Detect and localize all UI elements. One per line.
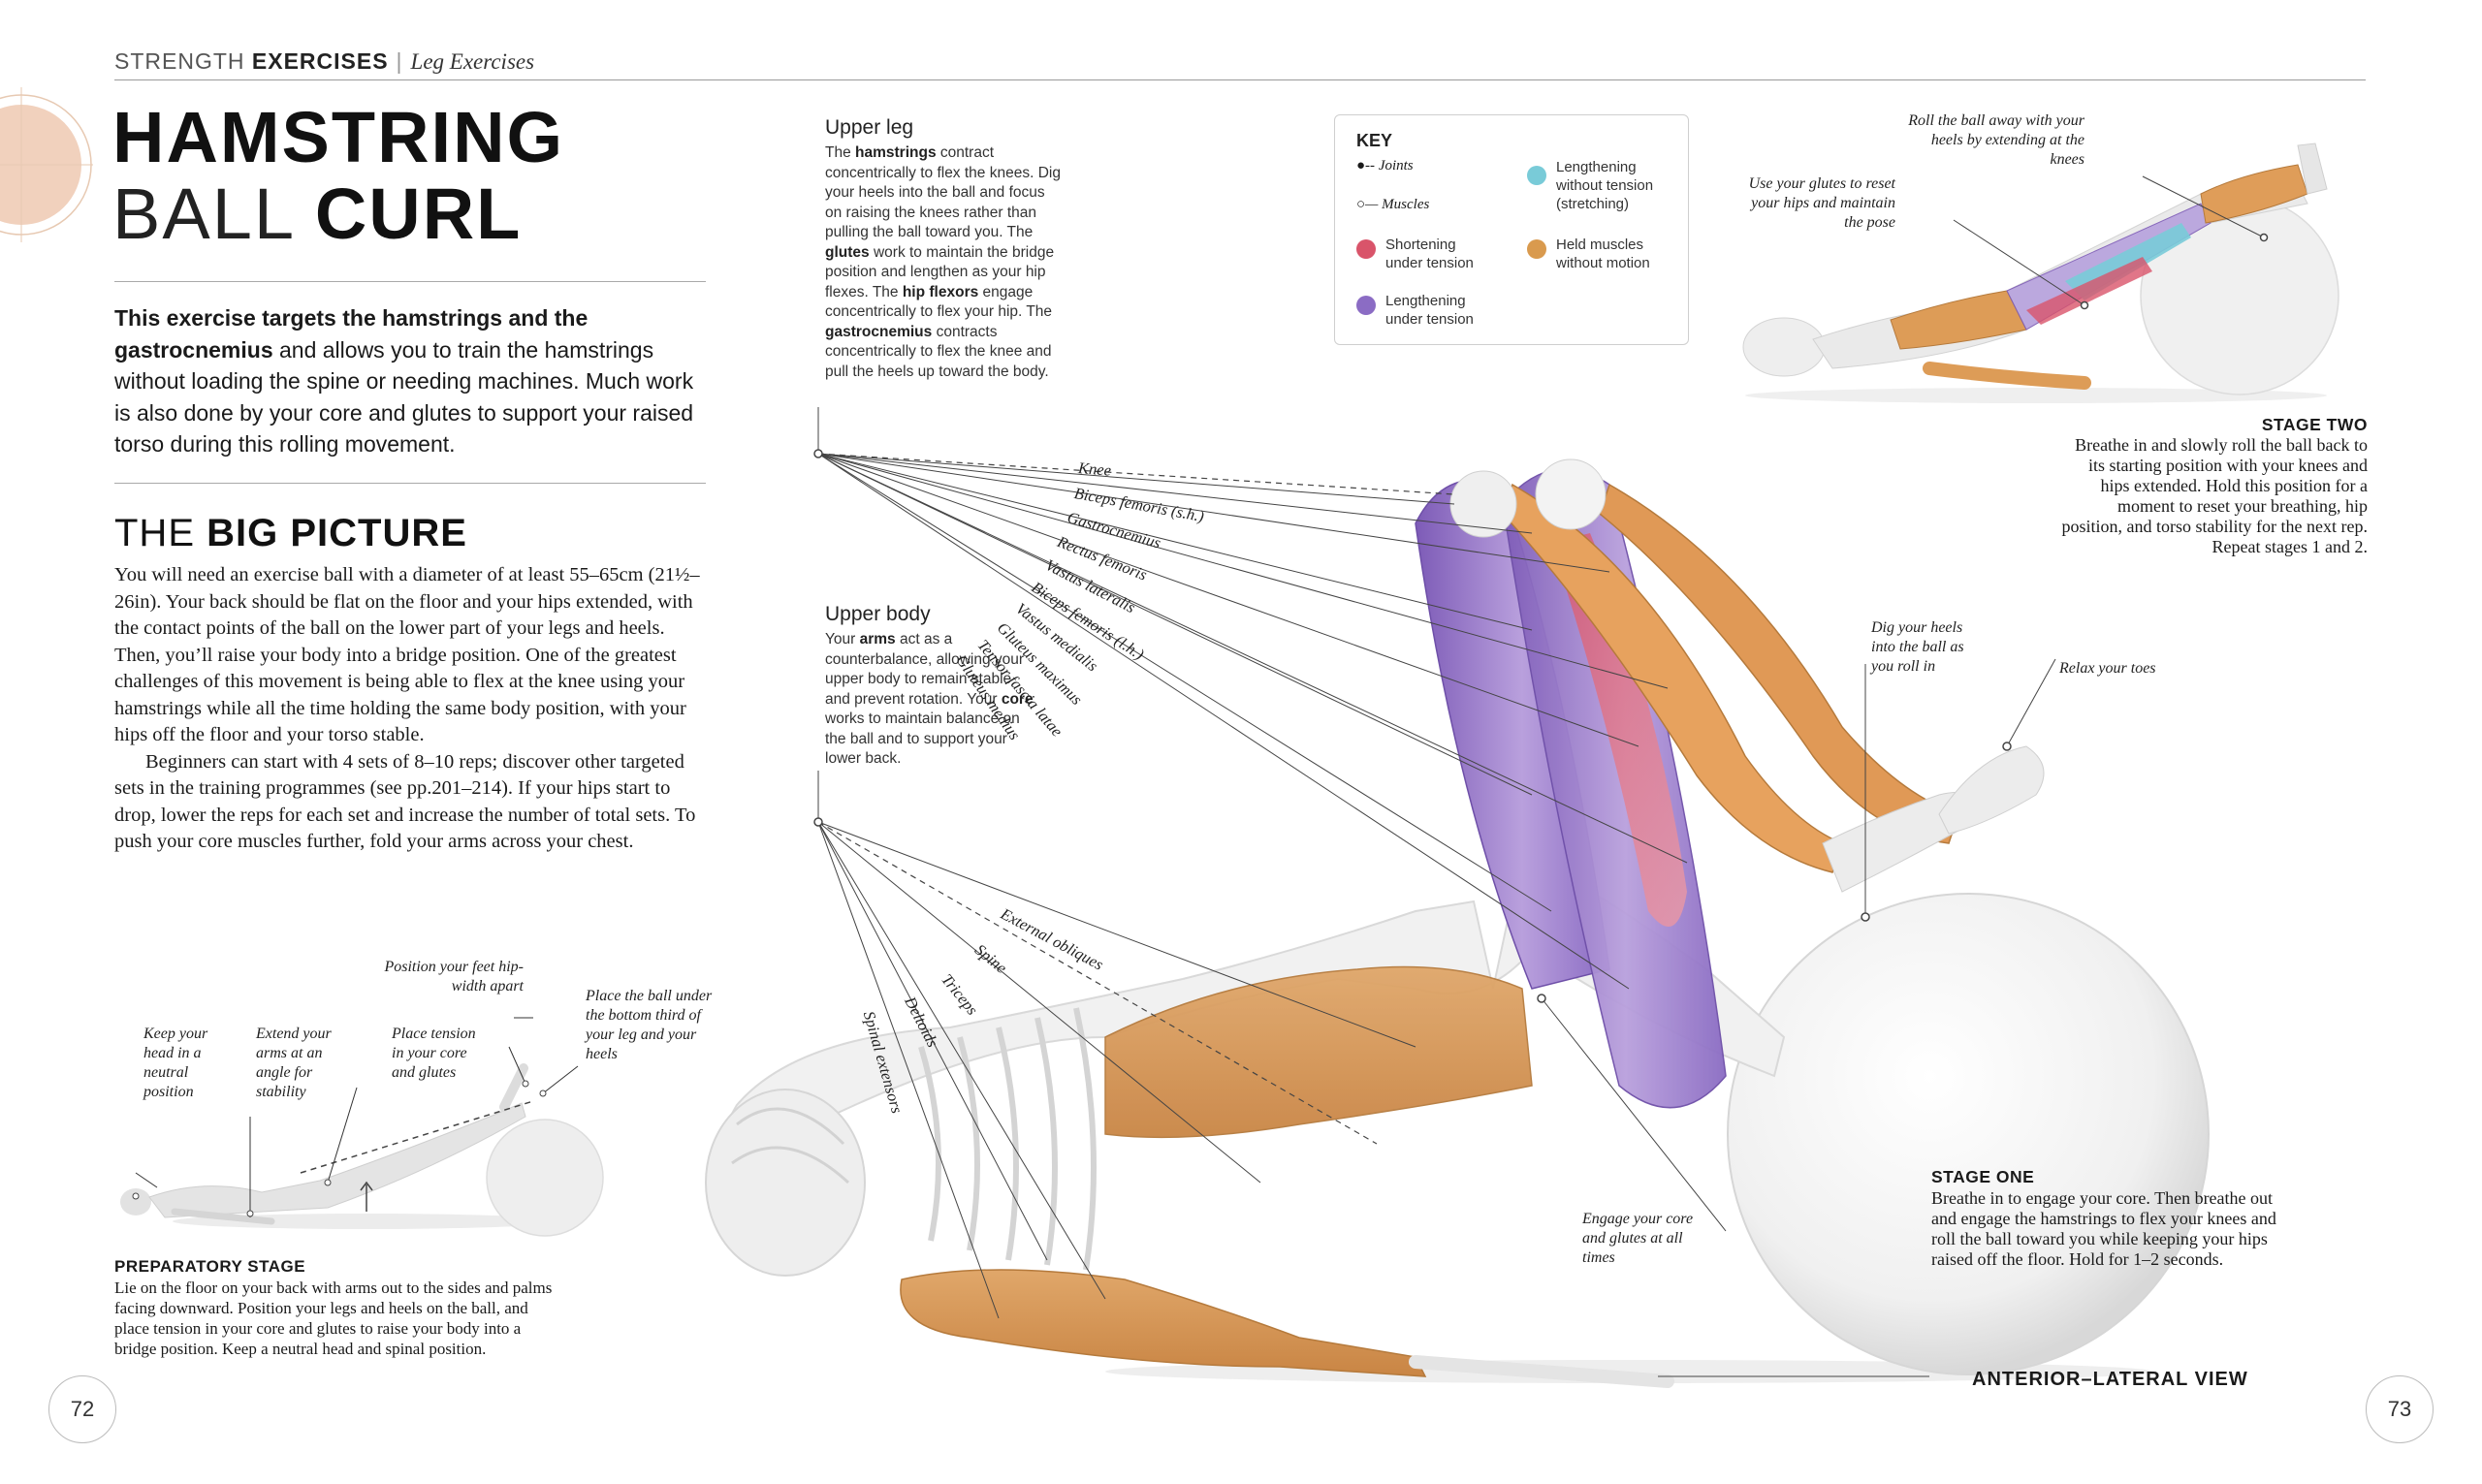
stage-two-heading: STAGE TWO (2261, 415, 2368, 434)
upper-body-t1: Your (825, 631, 860, 647)
big-picture-para-1: You will need an exercise ball with a di… (114, 564, 700, 745)
intro-text: and allows you to train the hamstrings w… (114, 336, 694, 458)
intro-rule (114, 483, 706, 484)
upper-leg-text: The hamstrings contract concentrically t… (825, 143, 1066, 382)
running-head-section: Leg Exercises (410, 49, 535, 74)
key-muscles-row: ○— Muscles (1356, 197, 1429, 213)
upper-body-b2: core (1001, 690, 1034, 708)
stage-one-text: Breathe in to engage your core. Then bre… (1931, 1188, 2276, 1269)
label-arms: Extend your arms at an angle for stabili… (256, 1026, 332, 1100)
joint-marker-icon: ●-- (1356, 158, 1379, 174)
intro-bold-2: gastrocnemius (114, 336, 273, 363)
upper-body-heading: Upper body (825, 603, 931, 625)
label-core-tension: Place tension in your core and glutes (392, 1026, 476, 1081)
upper-leg-b4: gastrocnemius (825, 323, 933, 340)
upper-leg-t4: engage concentrically to flex your hip. … (825, 283, 1053, 321)
key-held: Held muscles without motion (1556, 237, 1650, 271)
upper-leg-t5: contracts concentrically to flex the kne… (825, 323, 1052, 380)
label-relax-toes: Relax your toes (2059, 660, 2156, 677)
label-engage-core: Engage your core and glutes at all times (1582, 1211, 1694, 1266)
lengthening-no-tension-swatch-icon (1527, 166, 1546, 185)
key-joints-row: ●-- Joints (1356, 158, 1414, 174)
key-lengthening-no-tension: Lengthening without tension (stretching) (1556, 159, 1654, 212)
upper-leg-b2: glutes (825, 243, 870, 261)
running-head-category: STRENGTH (114, 48, 245, 74)
color-key: KEY ●-- Joints ○— Muscles Shortening und… (1334, 114, 1689, 345)
stage-two-illustration (1742, 142, 2339, 403)
title-rule (114, 281, 706, 282)
muscle-marker-icon: ○— (1356, 197, 1383, 212)
page-title-line1: HAMSTRING (112, 97, 565, 177)
big-picture-bold: BIG PICTURE (207, 512, 467, 554)
intro-bold-1: This exercise targets the hamstrings and… (114, 305, 589, 331)
page-number-right: 73 (2366, 1375, 2434, 1443)
key-joints: Joints (1378, 158, 1414, 174)
upper-leg-b3: hip flexors (902, 283, 979, 300)
stage-two-text: Breathe in and slowly roll the ball back… (2061, 435, 2368, 556)
key-muscles: Muscles (1382, 197, 1430, 212)
page-title-line2: BALL CURL (112, 178, 522, 250)
upper-body-t3: works to maintain balance on the ball an… (825, 710, 1020, 767)
title-bold-word: CURL (314, 174, 523, 254)
stage-one-heading: STAGE ONE (1931, 1167, 2035, 1186)
held-swatch-icon (1527, 239, 1546, 259)
label-reset-hips: Use your glutes to reset your hips and m… (1748, 175, 1895, 231)
corner-decoration (0, 87, 93, 242)
running-head-bold: EXERCISES (251, 48, 389, 74)
key-title: KEY (1356, 131, 1393, 150)
running-head: STRENGTH EXERCISES | Leg Exercises (114, 48, 534, 75)
label-head: Keep your head in a neutral position (143, 1026, 208, 1100)
label-roll-away: Roll the ball away with your heels by ex… (1908, 112, 2084, 168)
upper-body-b1: arms (859, 631, 896, 647)
big-picture-body: You will need an exercise ball with a di… (114, 562, 708, 856)
key-shortening: Shortening under tension (1385, 237, 1474, 271)
view-label: ANTERIOR–LATERAL VIEW (1972, 1369, 2248, 1390)
key-lengthening-tension: Lengthening under tension (1385, 293, 1474, 328)
page-number-left: 72 (48, 1375, 116, 1443)
upper-leg-t3: work to maintain the bridge position and… (825, 243, 1055, 300)
label-dig-heels: Dig your heels into the ball as you roll… (1871, 619, 1964, 675)
big-picture-heading: THE BIG PICTURE (114, 512, 467, 555)
big-picture-para-2: Beginners can start with 4 sets of 8–10 … (114, 750, 696, 853)
upper-body-t2: act as a counterbalance, allowing your u… (825, 631, 1025, 708)
intro-paragraph: This exercise targets the hamstrings and… (114, 302, 708, 460)
leg-muscle-label-0: Knee (1077, 458, 1112, 480)
big-picture-light: THE (114, 512, 195, 554)
prep-stage-text: Lie on the floor on your back with arms … (114, 1279, 553, 1358)
upper-leg-t1: The (825, 144, 856, 161)
running-head-separator: | (396, 48, 403, 74)
label-feet: Position your feet hip-width apart (384, 959, 524, 995)
upper-body-text: Your arms act as a counterbalance, allow… (825, 630, 1038, 770)
preparatory-illustration (120, 1017, 604, 1237)
top-rule (114, 79, 2366, 80)
upper-leg-b1: hamstrings (855, 144, 937, 161)
lengthening-tension-swatch-icon (1356, 296, 1376, 315)
main-anatomy-illustration (705, 407, 2210, 1388)
upper-leg-heading: Upper leg (825, 116, 914, 139)
label-ball-placement: Place the ball under the bottom third of… (586, 988, 713, 1062)
title-light-word: BALL (112, 174, 294, 254)
upper-leg-t2: contract concentrically to flex the knee… (825, 144, 1061, 240)
shortening-swatch-icon (1356, 239, 1376, 259)
prep-stage-heading: PREPARATORY STAGE (114, 1257, 306, 1276)
